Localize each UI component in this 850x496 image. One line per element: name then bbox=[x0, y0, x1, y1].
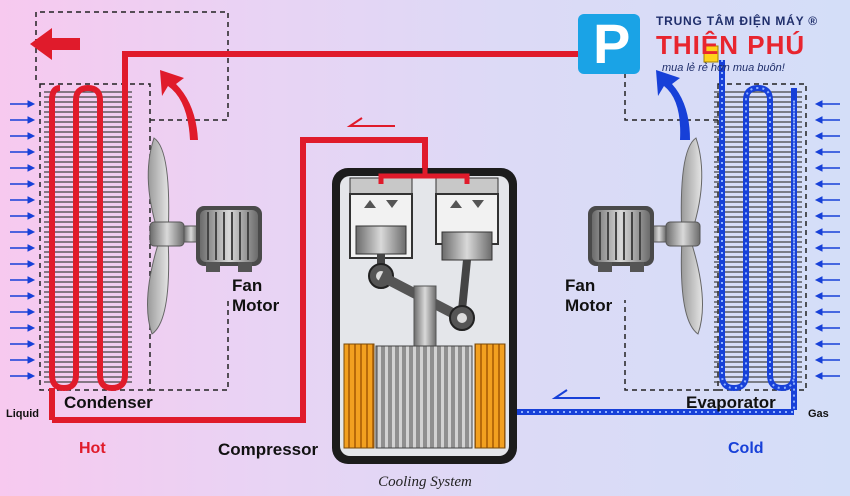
air-arrow-in-left bbox=[10, 132, 36, 140]
fan-motor-left-label: Fan Motor bbox=[232, 276, 280, 315]
condenser-fan bbox=[147, 137, 199, 335]
condenser-fan-motor bbox=[196, 206, 262, 272]
hot-air-out-arrow bbox=[30, 28, 80, 60]
air-arrow-in-left bbox=[10, 292, 36, 300]
air-arrow-in-left bbox=[10, 180, 36, 188]
air-arrow-in-right bbox=[814, 132, 840, 140]
air-arrow-in-left bbox=[10, 148, 36, 156]
diagram-caption: Cooling System bbox=[378, 474, 472, 490]
hot-label: Hot bbox=[79, 440, 106, 457]
air-arrow-in-left bbox=[10, 324, 36, 332]
fan-motor-right-label: Fan Motor bbox=[565, 276, 613, 315]
air-arrow-in-right bbox=[814, 100, 840, 108]
brand-tagline: mua lẻ rẻ hơn mua buôn! bbox=[662, 62, 785, 74]
brand-logo-box bbox=[578, 14, 640, 74]
air-flow-arrows-right bbox=[814, 100, 840, 380]
air-flow-arrows-left bbox=[10, 100, 36, 380]
hot-air-curve-arrow bbox=[160, 70, 198, 140]
evaporator-label: Evaporator bbox=[686, 393, 776, 412]
air-arrow-in-right bbox=[814, 260, 840, 268]
brand-top-line: TRUNG TÂM ĐIỆN MÁY ® bbox=[656, 14, 818, 28]
air-arrow-in-right bbox=[814, 228, 840, 236]
air-arrow-in-left bbox=[10, 308, 36, 316]
air-arrow-in-left bbox=[10, 244, 36, 252]
cold-label: Cold bbox=[728, 440, 764, 457]
brand-name: THIÊN PHÚ bbox=[656, 30, 806, 60]
air-arrow-in-right bbox=[814, 148, 840, 156]
brand-logo-letter: P bbox=[593, 12, 631, 75]
evaporator-fan bbox=[651, 137, 703, 335]
hot-line-top bbox=[122, 40, 601, 60]
air-arrow-in-right bbox=[814, 244, 840, 252]
condenser-label: Condenser bbox=[64, 393, 153, 412]
air-arrow-in-right bbox=[814, 116, 840, 124]
cold-air-curve-arrow bbox=[656, 70, 690, 140]
evaporator-fan-motor bbox=[588, 206, 654, 272]
compressor-label: Compressor bbox=[218, 440, 319, 459]
flow-arrow-cold bbox=[551, 389, 600, 399]
air-arrow-in-left bbox=[10, 356, 36, 364]
air-arrow-in-right bbox=[814, 292, 840, 300]
compressor-unit bbox=[332, 168, 517, 464]
air-arrow-in-right bbox=[814, 164, 840, 172]
air-arrow-in-left bbox=[10, 100, 36, 108]
air-arrow-in-left bbox=[10, 228, 36, 236]
condenser-fins bbox=[44, 91, 132, 383]
flow-arrow-hot bbox=[346, 117, 395, 127]
air-arrow-in-right bbox=[814, 180, 840, 188]
air-arrow-in-left bbox=[10, 276, 36, 284]
air-arrow-in-right bbox=[814, 308, 840, 316]
air-arrow-in-right bbox=[814, 212, 840, 220]
air-arrow-in-right bbox=[814, 340, 840, 348]
air-arrow-in-right bbox=[814, 324, 840, 332]
air-arrow-in-left bbox=[10, 260, 36, 268]
evaporator-fins bbox=[714, 91, 802, 383]
condenser-fan-hood bbox=[35, 11, 229, 121]
condenser-coil bbox=[49, 60, 128, 392]
air-arrow-in-right bbox=[814, 196, 840, 204]
gas-label: Gas bbox=[808, 408, 829, 420]
air-arrow-in-left bbox=[10, 196, 36, 204]
air-arrow-in-left bbox=[10, 212, 36, 220]
air-arrow-in-left bbox=[10, 164, 36, 172]
air-arrow-in-right bbox=[814, 276, 840, 284]
air-arrow-in-left bbox=[10, 340, 36, 348]
air-arrow-in-left bbox=[10, 372, 36, 380]
liquid-label: Liquid bbox=[6, 408, 39, 420]
air-arrow-in-right bbox=[814, 356, 840, 364]
air-arrow-in-right bbox=[814, 372, 840, 380]
air-arrow-in-left bbox=[10, 116, 36, 124]
